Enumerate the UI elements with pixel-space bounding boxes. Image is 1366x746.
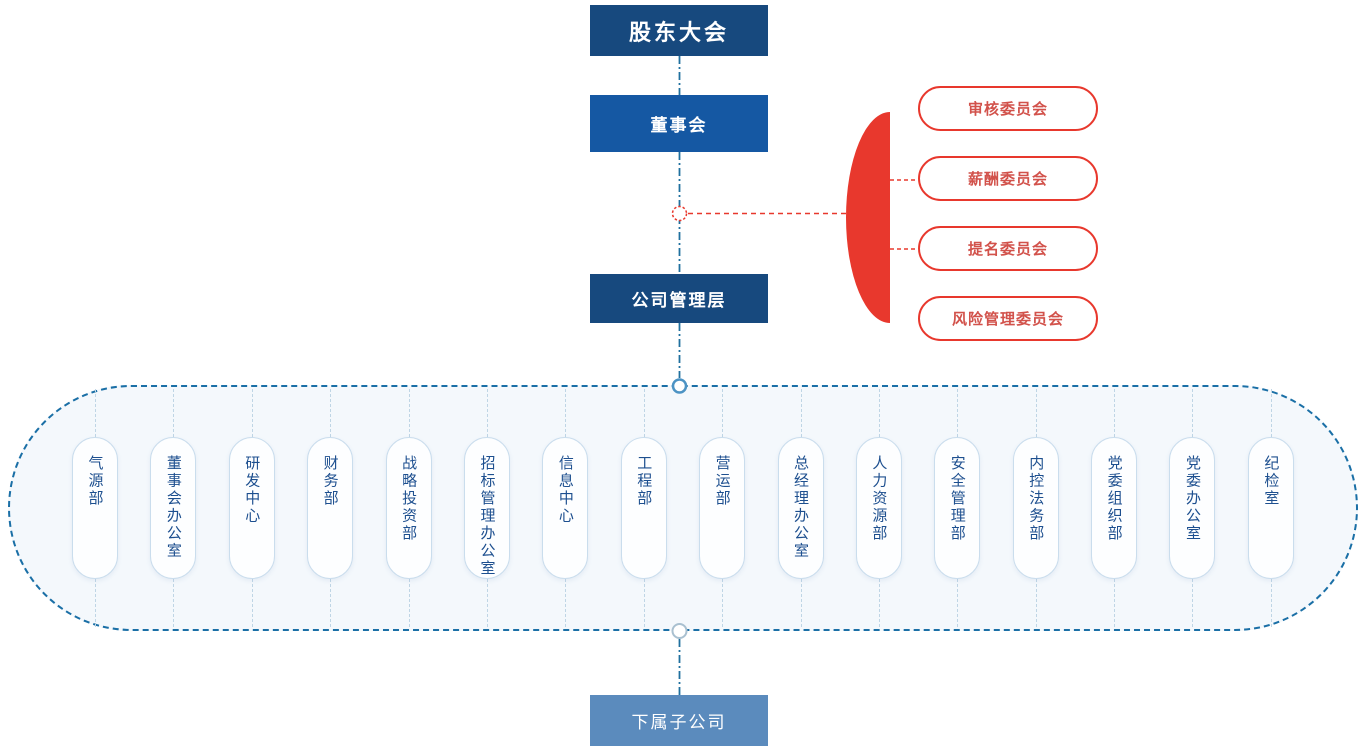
department-label: 工程部 <box>635 455 653 508</box>
department-column: 招标管理办公室 <box>463 387 510 629</box>
node-board-of-directors: 董事会 <box>590 95 768 152</box>
department-label: 招标管理办公室 <box>478 455 496 578</box>
department-pill: 人力资源部 <box>855 437 902 579</box>
committee-pill: 薪酬委员会 <box>918 156 1098 201</box>
department-label: 内控法务部 <box>1027 455 1045 543</box>
department-label: 气源部 <box>86 455 104 508</box>
department-column: 研发中心 <box>228 387 275 629</box>
department-label: 党委组织部 <box>1105 455 1123 543</box>
committee-bracket-shape <box>846 112 890 323</box>
department-list: 气源部 董事会办公室 研发中心 财务部 战略投资部 招标管理办公室 信息中心 <box>10 387 1356 629</box>
junction-circle-committees <box>671 205 688 222</box>
department-label: 研发中心 <box>243 455 261 525</box>
department-label: 营运部 <box>713 455 731 508</box>
committee-pill: 提名委员会 <box>918 226 1098 271</box>
department-column: 总经理办公室 <box>777 387 824 629</box>
department-column: 信息中心 <box>542 387 589 629</box>
department-column: 营运部 <box>699 387 746 629</box>
node-subsidiary-companies: 下属子公司 <box>590 695 768 746</box>
department-pill: 研发中心 <box>228 437 275 579</box>
committee-pill: 审核委员会 <box>918 86 1098 131</box>
department-pill: 战略投资部 <box>385 437 432 579</box>
department-column: 党委组织部 <box>1091 387 1138 629</box>
department-column: 安全管理部 <box>934 387 981 629</box>
department-label: 安全管理部 <box>948 455 966 543</box>
node-shareholders-meeting: 股东大会 <box>590 5 768 56</box>
department-column: 工程部 <box>620 387 667 629</box>
department-label: 财务部 <box>321 455 339 508</box>
department-label: 总经理办公室 <box>792 455 810 560</box>
department-label: 党委办公室 <box>1183 455 1201 543</box>
department-label: 纪检室 <box>1262 455 1280 508</box>
department-pill: 总经理办公室 <box>777 437 824 579</box>
department-pill: 信息中心 <box>542 437 589 579</box>
department-pill: 财务部 <box>307 437 354 579</box>
department-pill: 工程部 <box>620 437 667 579</box>
department-label: 战略投资部 <box>400 455 418 543</box>
department-pill: 党委办公室 <box>1169 437 1216 579</box>
department-pill: 招标管理办公室 <box>463 437 510 579</box>
department-column: 气源部 <box>72 387 118 629</box>
department-pill: 内控法务部 <box>1012 437 1059 579</box>
committee-list: 审核委员会薪酬委员会提名委员会风险管理委员会 <box>918 86 1098 341</box>
department-column: 纪检室 <box>1247 387 1294 629</box>
department-column: 财务部 <box>307 387 354 629</box>
departments-container: 气源部 董事会办公室 研发中心 财务部 战略投资部 招标管理办公室 信息中心 <box>8 385 1358 631</box>
department-pill: 董事会办公室 <box>150 437 197 579</box>
department-label: 信息中心 <box>556 455 574 525</box>
department-column: 内控法务部 <box>1012 387 1059 629</box>
department-label: 人力资源部 <box>870 455 888 543</box>
department-column: 党委办公室 <box>1169 387 1216 629</box>
department-pill: 气源部 <box>72 437 118 579</box>
department-pill: 安全管理部 <box>934 437 981 579</box>
department-column: 战略投资部 <box>385 387 432 629</box>
department-column: 人力资源部 <box>855 387 902 629</box>
department-pill: 纪检室 <box>1247 437 1294 579</box>
department-label: 董事会办公室 <box>164 455 182 560</box>
node-company-management: 公司管理层 <box>590 274 768 323</box>
department-pill: 营运部 <box>699 437 746 579</box>
department-column: 董事会办公室 <box>150 387 197 629</box>
department-pill: 党委组织部 <box>1091 437 1138 579</box>
committee-pill: 风险管理委员会 <box>918 296 1098 341</box>
